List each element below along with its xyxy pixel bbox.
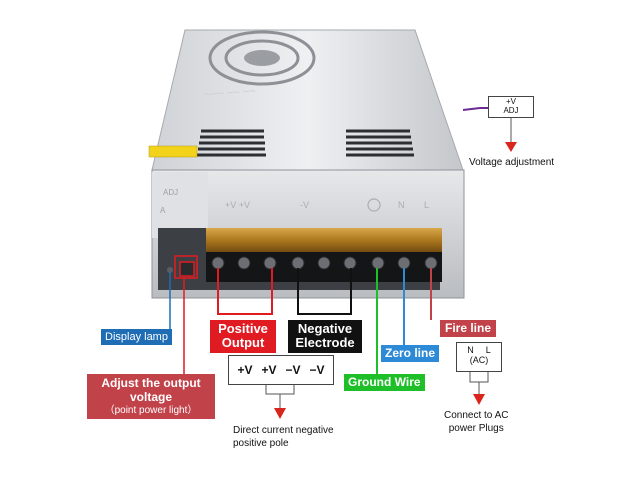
voltage-adjustment-caption: Voltage adjustment <box>469 157 555 168</box>
potentiometer <box>179 261 195 277</box>
connect-ac-caption: Connect to AC power Plugs <box>444 410 508 435</box>
dc-terminal-1: +V <box>237 363 253 377</box>
adj-terminal-bottom: ADJ <box>503 105 519 115</box>
vent-slots-right <box>346 129 414 157</box>
dc-terminal-3: −V <box>285 363 301 377</box>
svg-text:+V +V: +V +V <box>225 200 250 210</box>
ac-terminal-ac: (AC) <box>469 355 489 365</box>
svg-text:-V: -V <box>300 200 309 210</box>
svg-text:N: N <box>398 200 405 210</box>
positive-output-line2: Output <box>221 335 265 351</box>
display-lamp-label: Display lamp <box>101 329 172 346</box>
direct-current-caption: Direct current negative positive pole <box>233 425 334 450</box>
negative-electrode-label: Negative Electrode <box>288 320 362 353</box>
svg-text:L: L <box>424 200 429 210</box>
vent-slots-left <box>197 129 266 157</box>
yellow-sticker <box>148 145 198 158</box>
dc-terminal-4: −V <box>309 363 325 377</box>
zero-line-label: Zero line <box>381 345 440 363</box>
indicator-lamp <box>167 267 173 273</box>
svg-text:ADJ: ADJ <box>163 188 178 197</box>
direct-current-line1: Direct current negative <box>233 425 334 436</box>
dc-terminal-box: +V +V −V −V <box>228 355 334 385</box>
negative-electrode-line1: Negative <box>297 321 353 336</box>
svg-text:A: A <box>160 206 166 215</box>
adjust-highlight <box>174 255 198 279</box>
adjust-output-sub: （point power light） <box>104 404 198 416</box>
ac-terminal-n: N <box>467 345 474 355</box>
terminal-strip <box>206 228 442 254</box>
arrow-voltage-adj <box>505 142 517 152</box>
negative-electrode-line2: Electrode <box>295 335 355 351</box>
leader-voltage-adj <box>462 107 488 111</box>
fan-grille <box>208 30 316 86</box>
terminal-screws <box>211 256 438 270</box>
positive-output-line1: Positive <box>218 321 268 336</box>
adjust-output-line2: voltage <box>129 389 172 404</box>
ground-wire-label: Ground Wire <box>344 374 425 392</box>
adjust-output-label: Adjust the output voltage （point power l… <box>87 374 215 420</box>
direct-current-line2: positive pole <box>233 437 289 449</box>
arrow-connect-ac <box>473 394 485 405</box>
arrow-direct-current <box>274 408 286 419</box>
leader-positive <box>217 268 273 315</box>
case-left-end <box>152 172 208 238</box>
connect-ac-line1: Connect to AC <box>444 410 509 421</box>
faded-print: ~~~ ~~ ~~ <box>204 85 256 101</box>
fire-line-label: Fire line <box>440 320 497 338</box>
ac-terminal-l: L <box>485 345 491 355</box>
dc-terminal-2: +V <box>261 363 277 377</box>
adj-terminal-top: +V <box>505 97 516 106</box>
adjust-output-line1: Adjust the output <box>101 376 201 390</box>
adj-terminal-box: +V ADJ <box>488 96 534 118</box>
connect-ac-line2: power Plugs <box>448 422 504 434</box>
positive-output-label: Positive Output <box>210 320 276 353</box>
leader-negative <box>297 268 352 315</box>
